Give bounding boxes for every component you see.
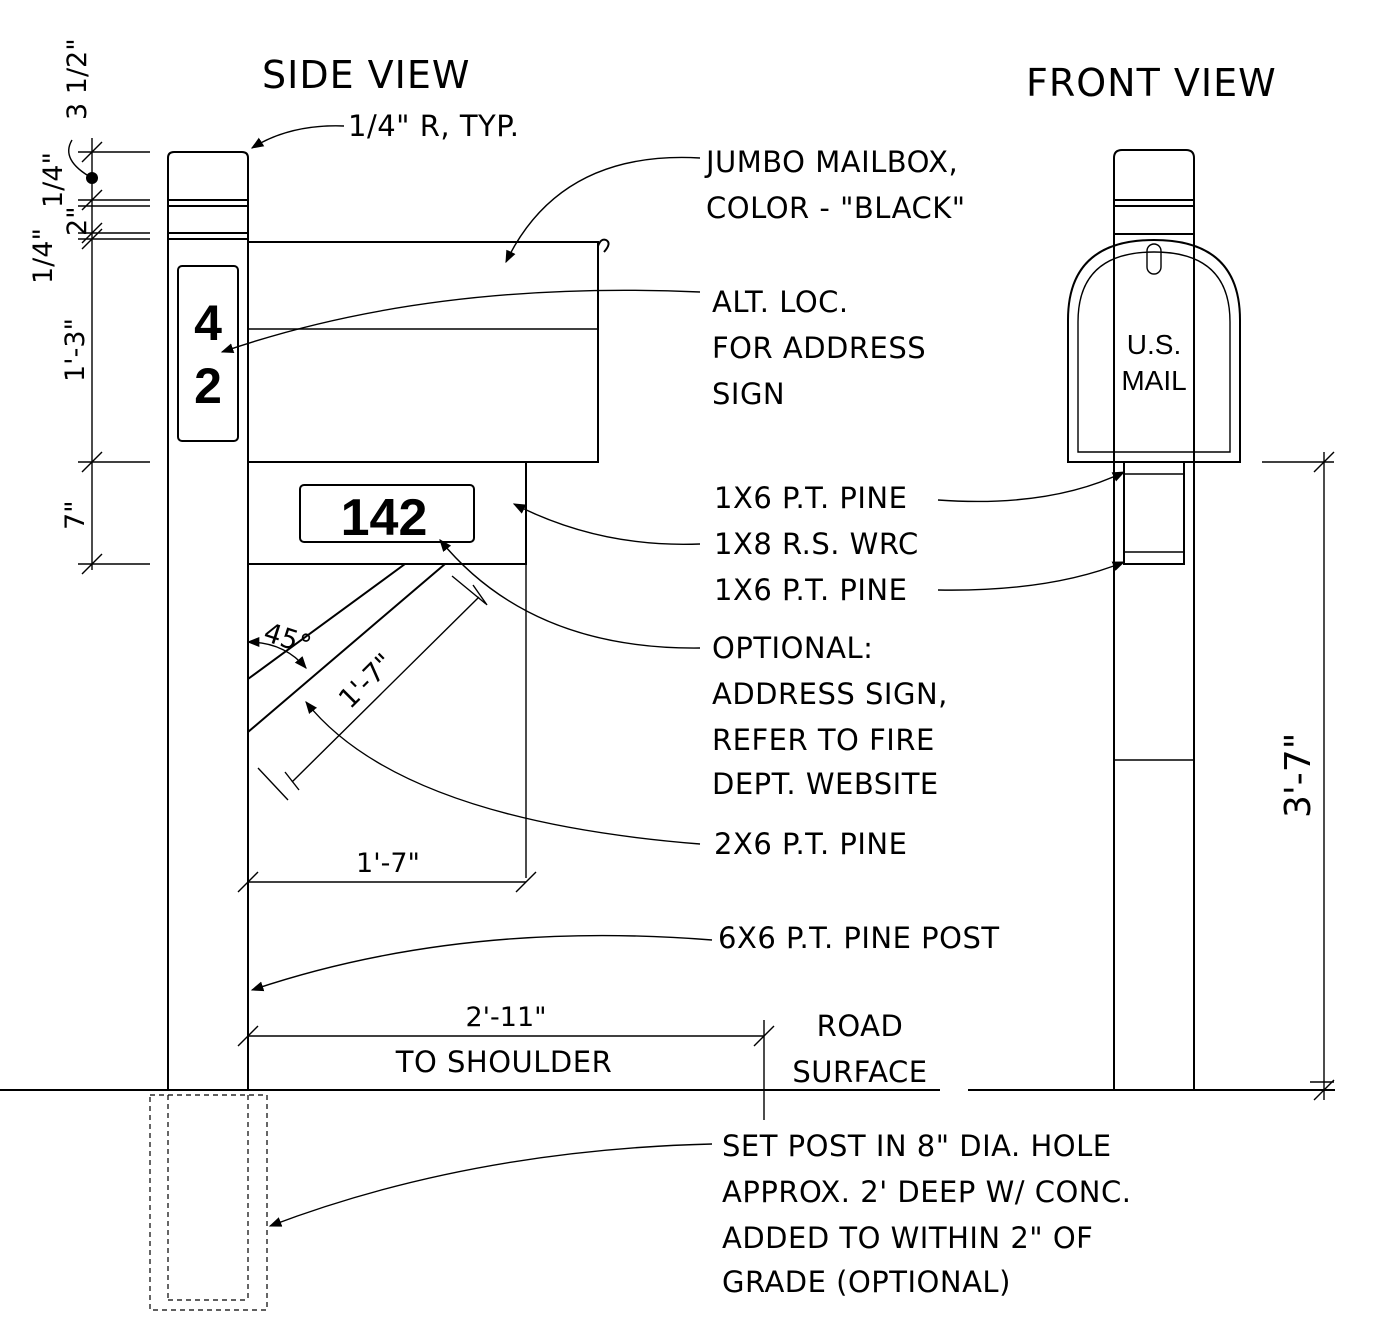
- gap-dimension: 1/4": [38, 152, 69, 208]
- mailbox-label: MAIL: [1121, 365, 1186, 396]
- callout-leaders: [220, 125, 1126, 1227]
- post-sign-digit: 2: [194, 358, 222, 414]
- side-mailbox: [248, 238, 610, 463]
- upper-dimension: 1'-3": [60, 318, 91, 382]
- address-plate: [299, 484, 475, 543]
- radius-note: 1/4" R, TYP.: [348, 109, 519, 143]
- vertical-dimension-lines: [68, 138, 150, 575]
- post-footing: [149, 1094, 268, 1311]
- wrc-note: 1X8 R.S. WRC: [714, 527, 919, 561]
- brace-note: 2X6 P.T. PINE: [714, 827, 907, 861]
- post-sign-digit: 4: [194, 295, 222, 351]
- side-view-title: SIDE VIEW: [262, 53, 470, 97]
- mailbox-label: U.S.: [1127, 329, 1181, 360]
- optional-note: REFER TO FIRE: [712, 723, 935, 757]
- angle-dimension: 45°: [260, 617, 315, 661]
- address-plate-number: 142: [341, 489, 428, 547]
- road-note: SURFACE: [792, 1055, 927, 1089]
- pine-top-note: 1X6 P.T. PINE: [714, 481, 907, 515]
- lower-dimension: 7": [60, 500, 91, 530]
- height-dimension-line: [1262, 451, 1335, 1101]
- side-post: [167, 151, 249, 1090]
- side-view: 4 2 142 45° 1'-7": [28, 38, 775, 1311]
- front-post: [1113, 149, 1195, 1090]
- alt-location-note: SIGN: [712, 377, 785, 411]
- offset-dimension: 2'-11": [465, 1002, 546, 1033]
- optional-note: OPTIONAL:: [712, 631, 873, 665]
- post-address-sign: 4 2: [177, 265, 239, 442]
- optional-note: ADDRESS SIGN,: [712, 677, 948, 711]
- offset-label: TO SHOULDER: [395, 1045, 613, 1079]
- height-dimension: 3'-7": [1278, 733, 1319, 818]
- support-arm: 142: [247, 461, 527, 878]
- hole-note: SET POST IN 8" DIA. HOLE: [722, 1129, 1112, 1163]
- band-dimension: 2": [62, 206, 93, 236]
- alt-location-note: ALT. LOC.: [712, 285, 849, 319]
- front-view-title: FRONT VIEW: [1026, 61, 1277, 105]
- optional-note: DEPT. WEBSITE: [712, 767, 939, 801]
- road-note: ROAD: [817, 1009, 904, 1043]
- diagonal-brace: [247, 563, 488, 801]
- arm-length-dimension-line: [237, 871, 537, 893]
- cap-dimension: 3 1/2": [62, 38, 93, 120]
- hole-note: ADDED TO WITHIN 2" OF: [722, 1221, 1093, 1255]
- post-note: 6X6 P.T. PINE POST: [718, 921, 1000, 955]
- pine-bottom-note: 1X6 P.T. PINE: [714, 573, 907, 607]
- arm-length-dimension: 1'-7": [356, 848, 420, 879]
- front-mailbox: U.S. MAIL: [1067, 238, 1241, 463]
- brace-length-dimension: 1'-7": [333, 648, 400, 715]
- hole-note: APPROX. 2' DEEP W/ CONC.: [722, 1175, 1131, 1209]
- offset-dimension-line: [237, 1020, 775, 1120]
- alt-location-note: FOR ADDRESS: [712, 331, 926, 365]
- hole-note: GRADE (OPTIONAL): [722, 1265, 1011, 1299]
- mailbox-note: JUMBO MAILBOX,: [704, 145, 958, 179]
- angle-arc: [246, 636, 307, 669]
- front-arm: [1123, 461, 1185, 565]
- front-view: U.S. MAIL 3'-7": [1067, 149, 1335, 1101]
- gap-dimension: 1/4": [28, 228, 59, 284]
- mailbox-note: COLOR - "BLACK": [706, 191, 966, 225]
